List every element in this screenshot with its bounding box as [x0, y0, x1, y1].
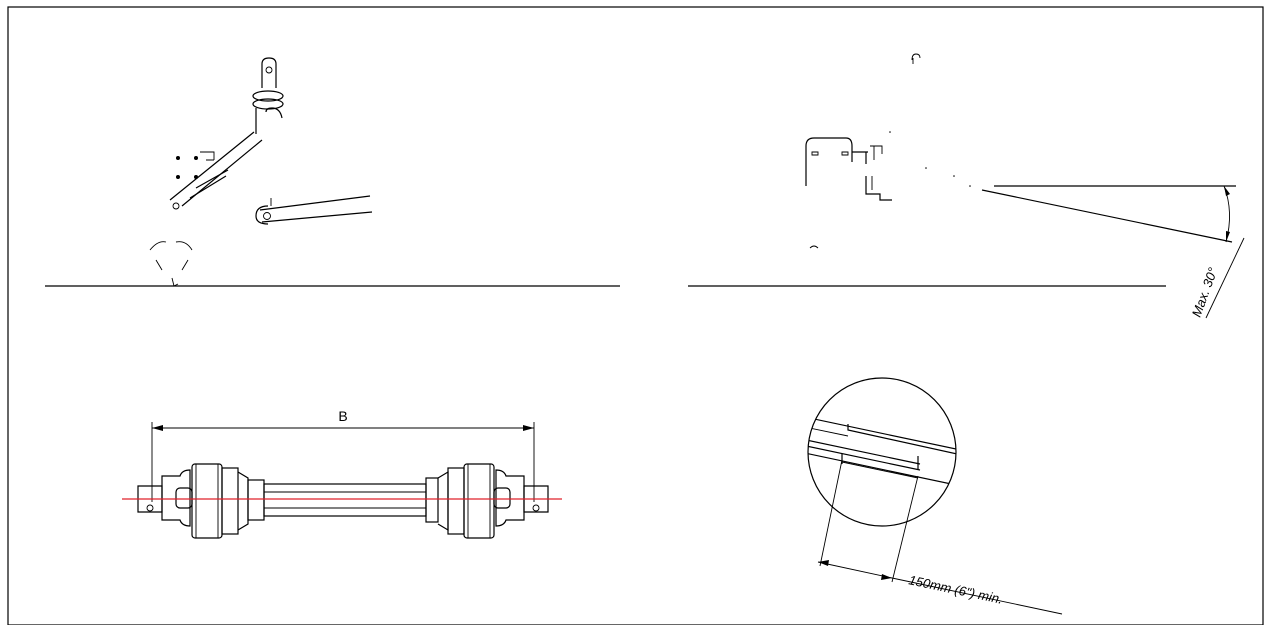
angle-limit-diagram: Max. 30°	[688, 53, 1245, 319]
tube-overlap-detail: 150mm (6") min.	[807, 377, 1063, 615]
hitch-linkage-diagram	[45, 57, 620, 287]
min-overlap-label: 150mm (6") min.	[907, 572, 1004, 607]
detail-circle	[807, 377, 957, 527]
dimension-b-label: B	[338, 408, 347, 424]
max-angle-label: Max. 30°	[1189, 266, 1221, 319]
driveshaft-diagram: B	[122, 408, 562, 539]
sheet-border	[7, 6, 1264, 625]
